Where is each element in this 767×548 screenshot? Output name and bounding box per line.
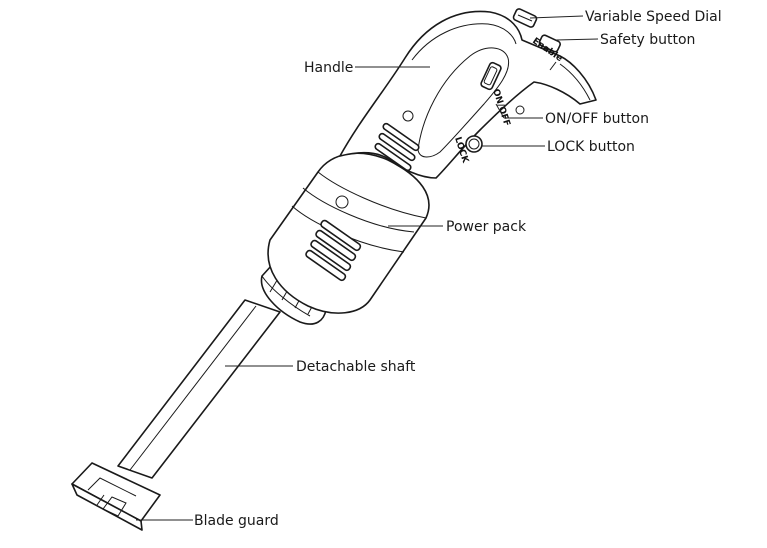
leader-on-off-button [495,103,505,119]
variable-speed-dial [512,8,538,28]
label-variable-speed-dial: Variable Speed Dial [585,9,722,25]
label-blade-guard: Blade guard [194,513,279,529]
label-safety-button: Safety button [600,32,695,48]
label-lock-button: LOCK button [547,139,635,155]
handle-grip-ridges [374,122,420,172]
label-power-pack: Power pack [446,219,527,235]
leader-lines [136,15,599,521]
detachable-shaft [117,299,281,479]
lock-button [465,135,483,153]
on-off-button [480,61,502,91]
handle [339,10,597,179]
power-pack [267,152,430,314]
power-pack-grip-lower [305,219,362,282]
leader-variable-speed-dial [529,15,584,19]
label-handle: Handle [304,60,353,76]
blade-guard [71,462,161,531]
label-on-off-button: ON/OFF button [545,111,649,127]
leader-safety-button [555,38,599,41]
safety-button [538,34,561,53]
label-detachable-shaft: Detachable shaft [296,359,416,375]
